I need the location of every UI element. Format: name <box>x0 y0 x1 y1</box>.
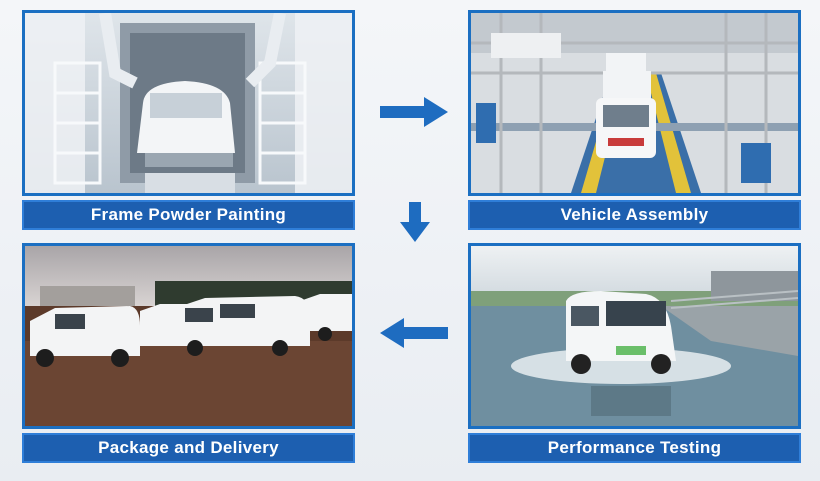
performance-testing-photo <box>468 243 801 429</box>
package-and-delivery-photo <box>22 243 355 429</box>
step-label: Package and Delivery <box>22 433 355 463</box>
step-label: Vehicle Assembly <box>468 200 801 230</box>
step-vehicle-assembly: Vehicle Assembly <box>468 10 801 230</box>
step-label: Performance Testing <box>468 433 801 463</box>
frame-powder-painting-photo <box>22 10 355 196</box>
step-label: Frame Powder Painting <box>22 200 355 230</box>
arrow-right-icon <box>380 97 448 127</box>
vehicle-assembly-photo <box>468 10 801 196</box>
step-package-and-delivery: Package and Delivery <box>22 243 355 463</box>
arrow-left-icon <box>380 318 448 348</box>
arrow-down-icon <box>400 202 430 242</box>
step-frame-powder-painting: Frame Powder Painting <box>22 10 355 230</box>
step-performance-testing: Performance Testing <box>468 243 801 463</box>
